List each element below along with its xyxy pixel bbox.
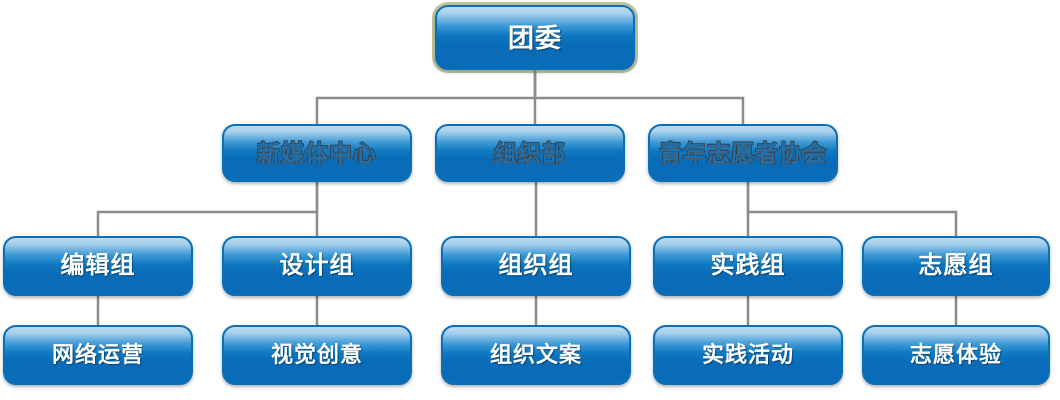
org-node-label: 组织组 — [498, 252, 574, 279]
connector-n4-n9 — [746, 182, 958, 236]
org-node-n12[interactable]: 组织文案 — [441, 325, 631, 385]
org-node-n7[interactable]: 组织组 — [441, 236, 631, 296]
org-node-label: 团委 — [507, 22, 562, 53]
org-node-n4[interactable]: 青年志愿者协会 — [648, 124, 838, 182]
org-node-label: 网络运营 — [51, 342, 144, 367]
org-node-label: 实践活动 — [701, 342, 794, 367]
org-node-label: 设计组 — [279, 252, 355, 279]
org-node-n1[interactable]: 团委 — [435, 5, 635, 70]
org-node-n14[interactable]: 志愿体验 — [862, 325, 1050, 385]
org-node-n8[interactable]: 实践组 — [653, 236, 843, 296]
org-node-n2[interactable]: 新媒体中心 — [222, 124, 412, 182]
connector-n2-n5 — [96, 182, 319, 236]
org-node-label: 志愿体验 — [909, 342, 1002, 367]
org-node-label: 实践组 — [710, 252, 786, 279]
org-node-n5[interactable]: 编辑组 — [3, 236, 193, 296]
org-node-n6[interactable]: 设计组 — [222, 236, 412, 296]
org-node-label: 视觉创意 — [270, 342, 363, 367]
org-node-label: 青年志愿者协会 — [658, 139, 827, 166]
org-node-n10[interactable]: 网络运营 — [3, 325, 193, 385]
org-node-label: 组织部 — [493, 139, 566, 166]
connector-n1-n4 — [533, 70, 745, 124]
org-node-label: 编辑组 — [60, 252, 136, 279]
org-node-label: 志愿组 — [918, 252, 994, 279]
org-node-n3[interactable]: 组织部 — [435, 124, 625, 182]
connector-n1-n2 — [315, 70, 537, 124]
org-node-label: 组织文案 — [489, 342, 582, 367]
org-node-n13[interactable]: 实践活动 — [653, 325, 843, 385]
org-node-n11[interactable]: 视觉创意 — [222, 325, 412, 385]
org-node-label: 新媒体中心 — [256, 139, 377, 166]
org-node-n9[interactable]: 志愿组 — [862, 236, 1050, 296]
